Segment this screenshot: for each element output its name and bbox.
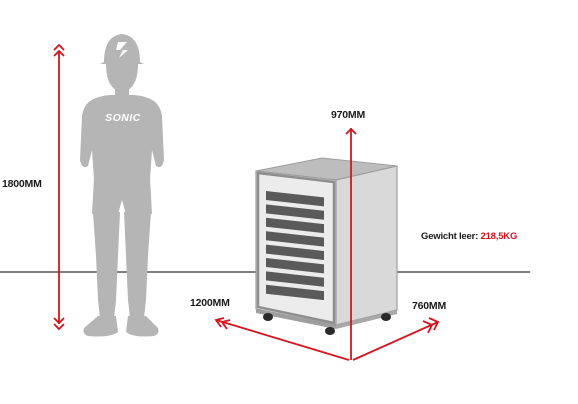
drawer (266, 231, 324, 247)
weight-info: Gewicht leer: 218,5KG (421, 231, 517, 242)
person-silhouette (80, 34, 164, 337)
drawer (266, 271, 324, 287)
cabinet-width-dimension (214, 317, 350, 361)
cabinet (255, 157, 398, 335)
drawer (266, 204, 324, 220)
weight-value: 218,5KG (480, 231, 518, 242)
caster-wheel (263, 313, 273, 321)
weight-label: Gewicht leer: (421, 231, 479, 242)
drawer (266, 244, 324, 260)
cabinet-height-label: 970MM (331, 109, 366, 121)
drawer-stack (266, 191, 324, 301)
cabinet-depth-dimension (352, 317, 440, 361)
person-height-dimension (53, 43, 65, 331)
drawer (266, 284, 324, 301)
cabinet-width-label: 1200MM (190, 297, 230, 309)
caster-wheel (325, 327, 335, 335)
helmet-logo-icon (116, 42, 128, 58)
cabinet-height-dimension (345, 127, 357, 360)
drawer (266, 191, 324, 207)
person-height-label: 1800MM (2, 178, 42, 190)
cabinet-depth-label: 760MM (412, 300, 447, 312)
drawer (266, 258, 324, 274)
drawer (266, 217, 324, 234)
caster-wheel (381, 313, 391, 321)
person-logo-text: SONIC (105, 112, 141, 124)
